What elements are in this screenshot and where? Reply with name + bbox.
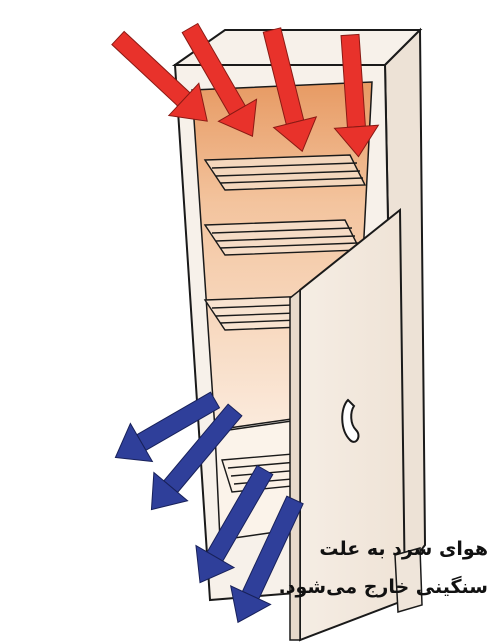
caption-line-2: سنگینی خارج می‌شود. <box>188 568 488 606</box>
caption-line-1: هوای سرد به علت <box>188 530 488 568</box>
shelf-1 <box>205 155 365 190</box>
shelf-2 <box>205 220 360 255</box>
diagram-caption: هوای سرد به علت سنگینی خارج می‌شود. <box>188 530 488 606</box>
